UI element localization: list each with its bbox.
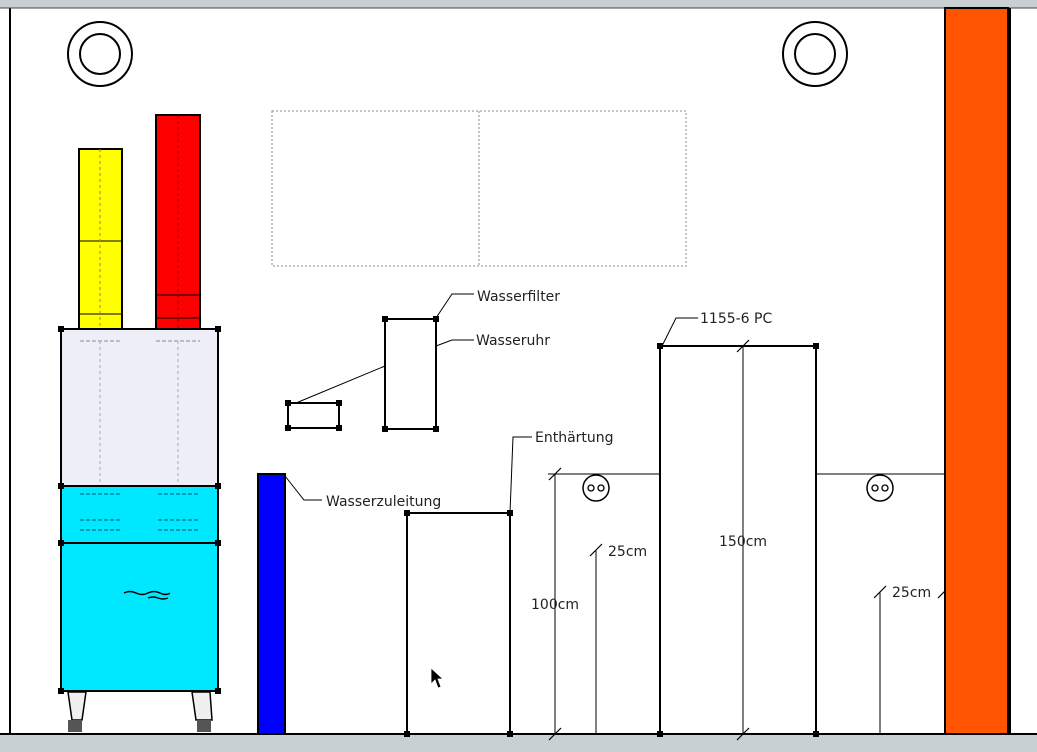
machine-upper-section[interactable] — [60, 485, 219, 544]
leader-wasserfilter — [435, 293, 474, 319]
water-filter-box[interactable] — [287, 402, 340, 429]
red-exhaust-pipe[interactable] — [155, 114, 201, 330]
machine-brand-logo — [123, 590, 171, 600]
leader-wasseruhr — [435, 339, 474, 347]
machine-brand-text — [0, 0, 4, 4]
label-wasseruhr[interactable]: Wasseruhr — [476, 333, 550, 349]
ceiling-outlet-right — [782, 21, 848, 87]
pc-cabinet[interactable] — [659, 345, 817, 735]
yellow-exhaust-pipe[interactable] — [78, 148, 123, 330]
label-wasserfilter[interactable]: Wasserfilter — [477, 289, 560, 305]
ceiling-outlet-left — [67, 21, 133, 87]
softener-box[interactable] — [406, 512, 511, 735]
exhaust-hood[interactable] — [60, 328, 219, 487]
leader-pc — [661, 317, 698, 347]
dimension-25cm-left — [589, 543, 603, 734]
leader-enthaertung — [509, 436, 532, 514]
leader-wasserzuleitung — [284, 475, 322, 501]
label-pc[interactable]: 1155-6 PC — [700, 311, 772, 327]
mouse-cursor-icon — [430, 667, 445, 689]
label-dim-25cm-left[interactable]: 25cm — [608, 544, 647, 560]
label-dim-100cm[interactable]: 100cm — [531, 597, 579, 613]
machine-lower-section[interactable] — [0, 0, 219, 692]
dimension-100cm — [548, 467, 562, 741]
water-supply-pipe[interactable] — [257, 473, 286, 735]
filter-connector-line — [295, 365, 386, 404]
label-dim-150cm[interactable]: 150cm — [719, 534, 767, 550]
dimension-150cm — [736, 339, 750, 741]
orange-support-column[interactable] — [944, 7, 1009, 735]
label-wasserzuleitung[interactable]: Wasserzuleitung — [326, 494, 441, 510]
label-enthaertung[interactable]: Enthärtung — [535, 430, 614, 446]
socket-right — [866, 474, 894, 502]
window-outline — [271, 110, 687, 267]
label-dim-25cm-right[interactable]: 25cm — [892, 585, 931, 601]
socket-left — [582, 474, 610, 502]
water-meter-box[interactable] — [384, 318, 437, 430]
machine-feet — [67, 691, 213, 732]
